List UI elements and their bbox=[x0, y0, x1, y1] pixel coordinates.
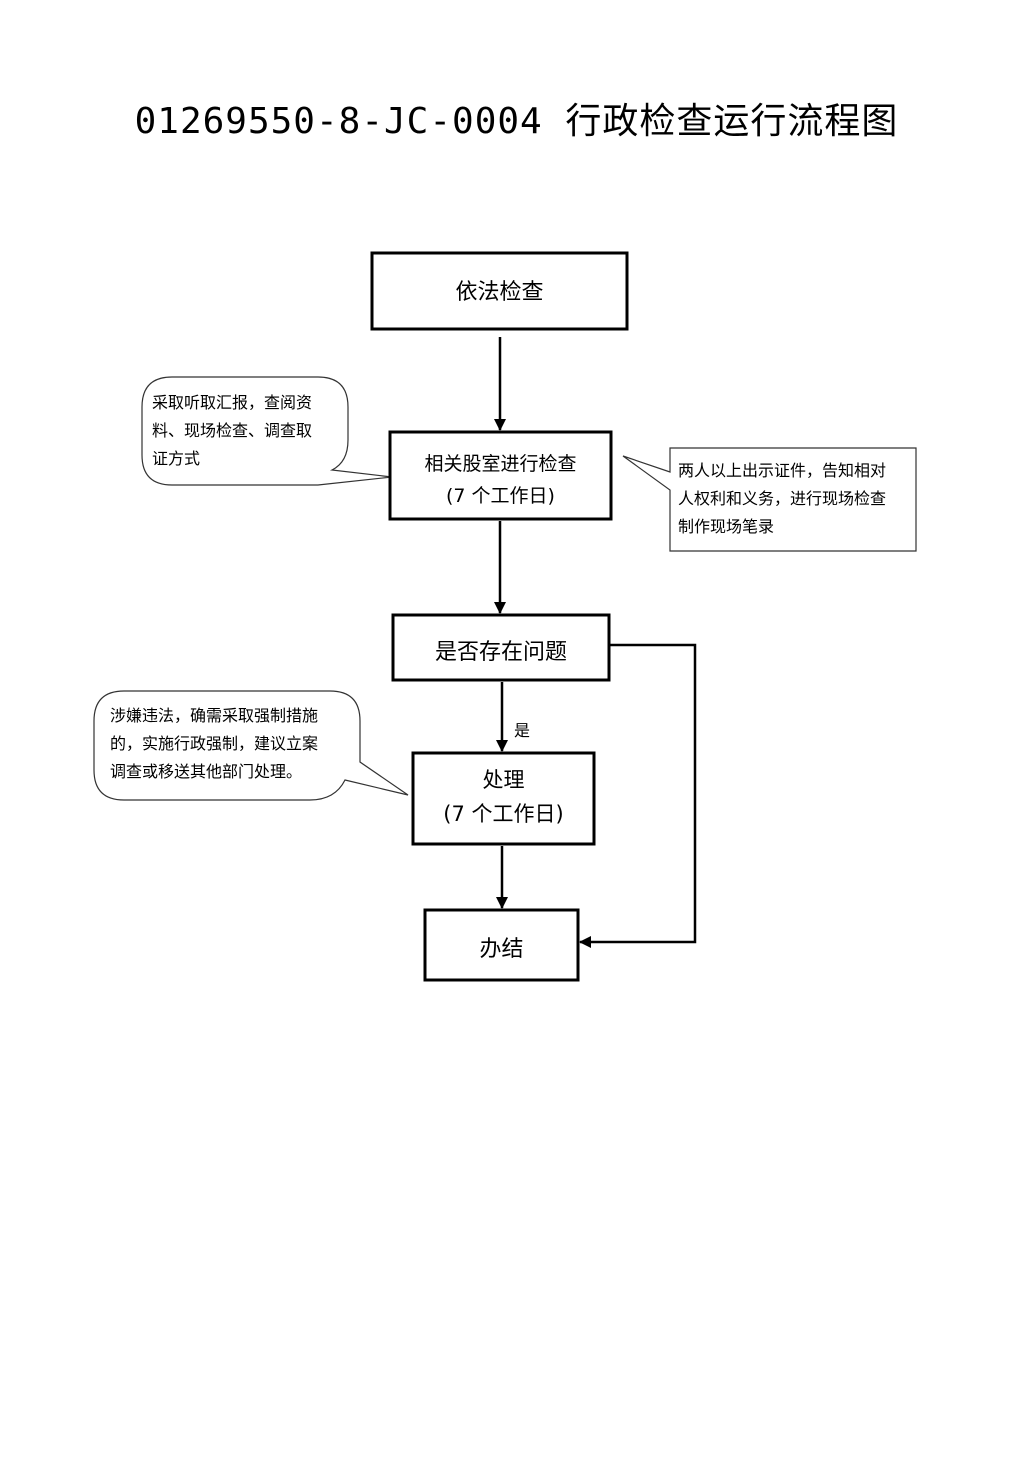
page-title: 01269550-8-JC-0004 行政检查运行流程图 bbox=[134, 101, 899, 142]
node-process-line1: 处理 bbox=[482, 768, 525, 792]
callout-methods-line: 料、现场检查、调查取 bbox=[152, 421, 313, 440]
node-start-box bbox=[370, 251, 629, 331]
callout-methods-line: 证方式 bbox=[152, 449, 201, 468]
node-end-box bbox=[423, 908, 580, 982]
callout-measures-text: 涉嫌违法，确需采取强制措施 的，实施行政强制，建议立案 调查或移送其他部门处理。 bbox=[110, 702, 318, 786]
node-inspect-box bbox=[388, 430, 613, 521]
callout-procedure-line: 人权利和义务，进行现场检查 bbox=[678, 489, 887, 508]
callout-methods-line: 采取听取汇报，查阅资 bbox=[152, 393, 313, 412]
node-decision-box bbox=[391, 613, 611, 682]
node-process-box bbox=[411, 751, 596, 846]
callout-procedure-bubble bbox=[622, 447, 917, 552]
callout-measures-line: 的，实施行政强制，建议立案 bbox=[110, 734, 319, 753]
callout-procedure-text: 两人以上出示证件，告知相对 人权利和义务，进行现场检查 制作现场笔录 bbox=[678, 457, 886, 541]
callout-methods-text: 采取听取汇报，查阅资 料、现场检查、调查取 证方式 bbox=[152, 389, 312, 473]
callout-procedure-line: 制作现场笔录 bbox=[678, 517, 775, 536]
node-start-label: 依法检查 bbox=[455, 280, 544, 305]
node-decision-label: 是否存在问题 bbox=[434, 640, 567, 665]
node-inspect-label: 相关股室进行检查 (7 个工作日) bbox=[390, 448, 611, 512]
node-inspect-line2: (7 个工作日) bbox=[446, 485, 555, 507]
node-process-label: 处理 (7 个工作日) bbox=[413, 763, 594, 831]
edge-yes-label: 是 bbox=[514, 721, 531, 740]
callout-measures-bubble bbox=[93, 690, 409, 801]
callout-procedure-line: 两人以上出示证件，告知相对 bbox=[678, 461, 887, 480]
node-end-label: 办结 bbox=[479, 937, 524, 962]
node-process-line2: (7 个工作日) bbox=[443, 802, 564, 826]
node-inspect-line1: 相关股室进行检查 bbox=[424, 453, 577, 475]
arrow-decision-no-to-end bbox=[579, 643, 697, 948]
callout-measures-line: 调查或移送其他部门处理。 bbox=[110, 762, 303, 781]
callout-measures-line: 涉嫌违法，确需采取强制措施 bbox=[110, 706, 319, 725]
